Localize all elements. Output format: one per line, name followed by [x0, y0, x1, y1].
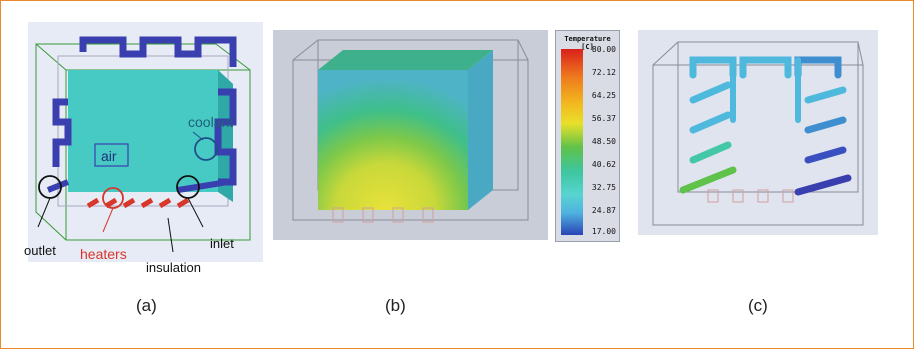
- label-inlet: inlet: [210, 236, 234, 251]
- temperature-legend: Temperature [C] 80.00 72.12 64.25 56.37 …: [555, 30, 620, 242]
- label-insulation: insulation: [146, 260, 201, 275]
- label-air: air: [101, 148, 117, 164]
- legend-title: Temperature [C]: [564, 35, 611, 51]
- legend-tick: 32.75: [591, 183, 616, 192]
- panel-a-diagram: [28, 22, 263, 262]
- panel-c-pipe-field: [638, 30, 878, 235]
- legend-tick: 48.50: [591, 137, 616, 146]
- caption-a: (a): [136, 296, 157, 315]
- legend-tick: 24.87: [591, 206, 616, 215]
- legend-tick: 17.00: [591, 227, 616, 236]
- label-coolant: coolant: [188, 114, 234, 130]
- panel-b-temperature-field: [273, 30, 548, 240]
- legend-tick: 64.25: [591, 91, 616, 100]
- legend-tick: 56.37: [591, 114, 616, 123]
- legend-colorbar: [561, 49, 583, 235]
- label-heaters: heaters: [80, 246, 127, 262]
- caption-b: (b): [385, 296, 406, 315]
- legend-tick: 40.62: [591, 160, 616, 169]
- label-outlet: outlet: [24, 243, 56, 258]
- caption-c: (c): [748, 296, 768, 315]
- legend-tick: 80.00: [591, 45, 616, 54]
- legend-tick: 72.12: [591, 68, 616, 77]
